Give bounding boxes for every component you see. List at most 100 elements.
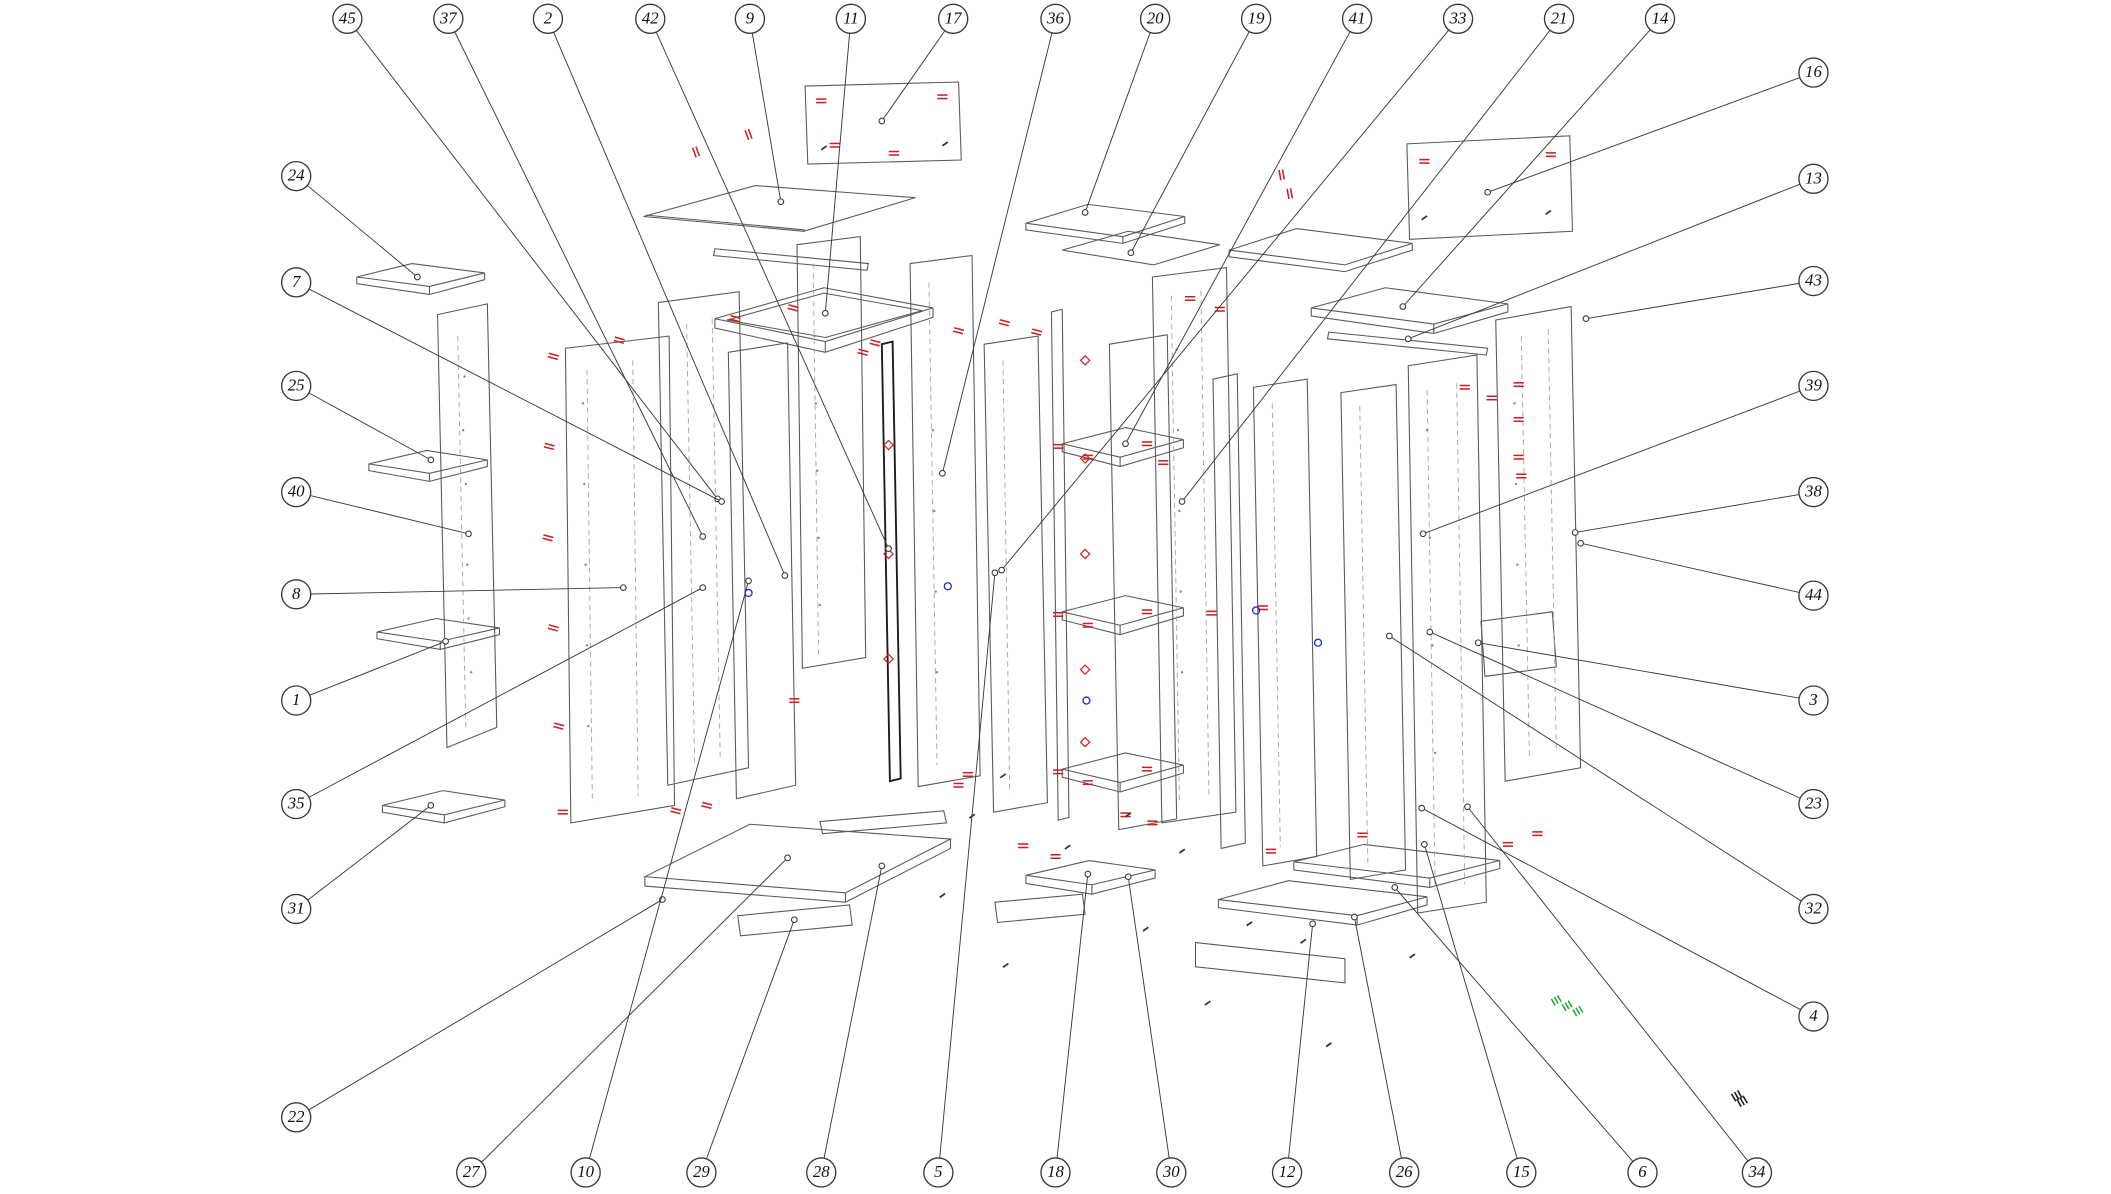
panel-panel-c <box>727 342 797 800</box>
red-fastener-mark <box>1545 152 1557 158</box>
panel-flat-panel-21 <box>1229 228 1413 266</box>
balloon-number-1: 1 <box>292 690 300 709</box>
panel-flat-panel-14 <box>1311 287 1508 325</box>
red-fastener-mark <box>701 801 713 810</box>
balloon-number-21: 21 <box>1551 8 1568 27</box>
leader-line-25 <box>308 392 432 461</box>
red-fastener-mark <box>1050 853 1061 860</box>
hidden-line <box>1200 290 1210 797</box>
leader-target-32 <box>1386 632 1393 640</box>
panel-edge <box>1061 607 1184 636</box>
leader-target-23 <box>1426 628 1434 636</box>
hole-dot <box>934 590 937 593</box>
balloon-number-22: 22 <box>288 1107 305 1126</box>
balloon-number-14: 14 <box>1652 8 1669 27</box>
red-fastener-mark <box>952 327 965 335</box>
leader-target-36 <box>939 469 946 477</box>
panel-base-15 <box>1293 843 1500 879</box>
screw-speck <box>820 145 828 151</box>
balloon-45 <box>332 3 363 35</box>
red-fastener-mark <box>1265 848 1277 854</box>
panel-shelf-1 <box>376 617 500 642</box>
panel-edge <box>381 800 506 824</box>
balloon-number-18: 18 <box>1047 1162 1064 1181</box>
leader-line-40 <box>310 495 469 535</box>
red-fastener-mark <box>1053 611 1064 618</box>
leader-target-1 <box>442 638 449 645</box>
red-fastener-mark <box>1082 622 1093 628</box>
panel-edge <box>726 292 923 339</box>
leader-line-12 <box>1288 923 1314 1159</box>
leader-target-34 <box>1464 803 1471 811</box>
leader-target-27 <box>784 854 791 862</box>
panel-drawer-front-29 <box>737 904 853 937</box>
balloon-number-20: 20 <box>1147 8 1164 27</box>
balloon-number-9: 9 <box>746 8 755 27</box>
screw-speck <box>1204 1000 1211 1006</box>
leader-target-5 <box>991 569 999 577</box>
panel-panel-a <box>564 335 676 824</box>
leader-target-10 <box>745 577 752 585</box>
hole-dot <box>935 671 939 674</box>
leader-target-2 <box>781 572 789 579</box>
red-cam-symbol <box>1079 664 1091 676</box>
leader-line-24 <box>307 185 418 278</box>
leader-target-14 <box>1399 303 1407 310</box>
panel-rail-top <box>712 248 870 271</box>
panel-strip-mid-bottom <box>994 893 1086 923</box>
balloon-number-26: 26 <box>1396 1162 1413 1181</box>
red-fastener-mark <box>542 534 554 542</box>
balloon-3 <box>1798 685 1829 716</box>
hole-dot <box>461 429 465 432</box>
leader-line-27 <box>481 857 788 1163</box>
red-cam-symbol <box>883 653 894 665</box>
leader-target-33 <box>998 566 1006 574</box>
panel-shelf-24 <box>356 262 485 287</box>
balloon-number-8: 8 <box>292 584 301 603</box>
hole-dot <box>465 563 469 566</box>
hidden-line <box>1547 329 1557 751</box>
red-cam-symbol <box>883 548 894 560</box>
hole-dot <box>1514 482 1518 486</box>
balloon-number-15: 15 <box>1513 1162 1530 1181</box>
hole-dot <box>933 509 936 513</box>
red-fastener-mark <box>557 809 568 815</box>
leader-target-41 <box>1122 440 1129 448</box>
balloon-30 <box>1156 1157 1187 1188</box>
red-fastener-mark <box>787 304 799 312</box>
screw-speck <box>1064 844 1071 850</box>
screw-speck <box>1421 215 1428 221</box>
panel-panel-g <box>1108 334 1178 831</box>
hole-dot <box>464 482 468 486</box>
hole-dot <box>815 469 819 472</box>
red-fastener-mark <box>869 339 881 347</box>
screw-speck <box>939 892 946 899</box>
green-fastener-mark <box>1572 1005 1584 1017</box>
balloon-13 <box>1798 163 1829 195</box>
leader-target-4 <box>1418 804 1426 812</box>
leader-line-11 <box>824 33 851 314</box>
red-fastener-mark <box>613 336 625 344</box>
red-fastener-mark <box>1286 188 1294 200</box>
leader-line-38 <box>1575 494 1800 533</box>
panel-edge <box>644 876 847 903</box>
leader-target-3 <box>1474 639 1482 647</box>
leader-line-17 <box>881 30 946 122</box>
panel-panel-d <box>796 236 867 669</box>
red-fastener-mark <box>1532 831 1543 837</box>
balloon-12 <box>1271 1157 1303 1188</box>
leader-target-20 <box>1081 209 1089 216</box>
panel-panel-k <box>1407 354 1487 914</box>
balloon-number-31: 31 <box>287 898 305 917</box>
panel-edge <box>1025 216 1186 244</box>
leader-line-36 <box>941 32 1053 474</box>
red-fastener-mark <box>1357 832 1368 838</box>
hole-dot <box>583 482 586 486</box>
hidden-line <box>1271 403 1281 848</box>
leader-line-2 <box>553 32 786 576</box>
leader-line-34 <box>1467 806 1749 1162</box>
panel-panel-e <box>909 254 981 788</box>
red-fastener-mark <box>1141 766 1153 772</box>
hole-dot <box>1517 644 1520 647</box>
